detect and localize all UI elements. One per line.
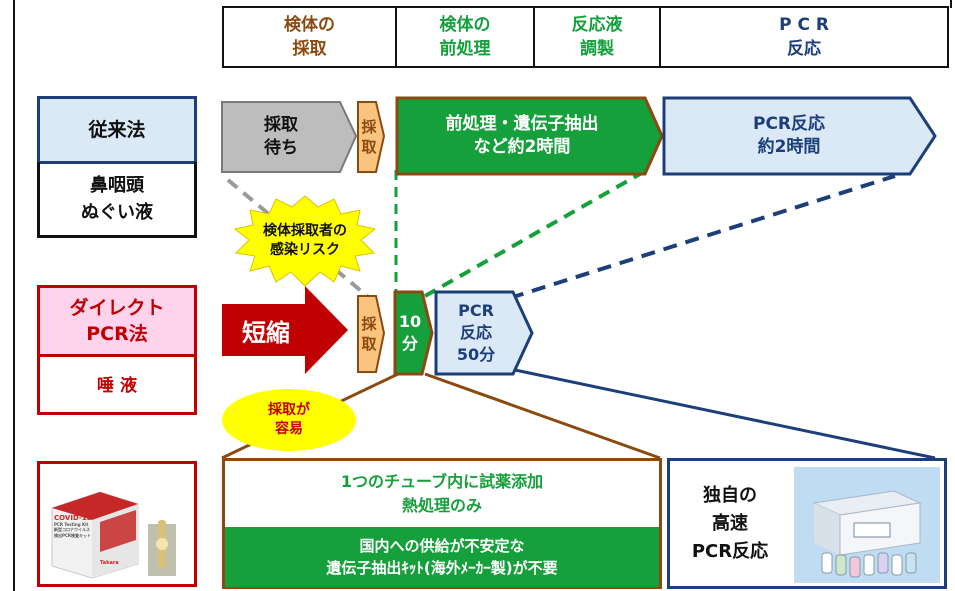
- sampling-arrow-direct: [357, 295, 386, 373]
- risk-burst-label: 検体採取者の 感染リスク: [263, 223, 347, 258]
- left-frame-line: [950, 0, 952, 8]
- reagent-tubes: [821, 552, 917, 578]
- shorten-label: 短縮: [242, 318, 290, 347]
- tube-cap: [156, 538, 168, 550]
- conventional-specimen: 鼻咽頭 ぬぐい液: [37, 162, 197, 238]
- pcr-kit-photo: [794, 467, 940, 583]
- kit-line1: COVID-19: [54, 514, 92, 522]
- kit-illustration: [51, 491, 176, 579]
- reagent-label: [853, 522, 891, 538]
- wait-label: 採取 待ち: [264, 115, 298, 158]
- pretreatment-arrow: [395, 96, 664, 176]
- kit-brand: Takara: [100, 560, 119, 566]
- kit-line2: PCR Testing Kit: [54, 522, 89, 527]
- pcr-kit-illustration: [812, 490, 922, 578]
- wait-arrow: [221, 101, 358, 173]
- feature-main-text: 1つのチューブ内に試薬添加 熱処理のみ: [340, 472, 544, 515]
- heat-label: 10 分: [398, 312, 422, 353]
- dashed-guide-green-diagonal: [424, 172, 641, 298]
- kit-line4: 検出PCR検査キット: [54, 533, 91, 538]
- sampling-label-direct: 採 取: [361, 315, 377, 353]
- sampling-arrow-conventional: [357, 101, 386, 173]
- header-pcr: P C R 反応: [659, 6, 949, 68]
- shorten-arrow: [222, 286, 348, 374]
- direct-specimen: 唾 液: [97, 376, 137, 396]
- dashed-guide-gray: [226, 178, 374, 302]
- direct-title: ダイレクト PCR法: [37, 285, 197, 357]
- pcr-feature-box: 独自の 高速 PCR反応: [667, 458, 947, 589]
- pcr-feature-text: 独自の 高速 PCR反応: [691, 485, 769, 562]
- kit-text-group: COVID-19 PCR Testing Kit 新型コロナウイルス 検出PCR…: [54, 514, 98, 539]
- connector-brown-right: [424, 372, 661, 460]
- heat-arrow: [393, 290, 434, 376]
- pcr-label-conventional: PCR反応 約2時間: [752, 114, 826, 157]
- pcr-label-direct: PCR 反応 50分: [456, 301, 496, 364]
- feature-box: 1つのチューブ内に試薬添加 熱処理のみ 国内への供給が不安定な 遺伝子抽出ｷｯﾄ…: [222, 458, 662, 589]
- kit-box-stripe: [100, 510, 136, 552]
- kit-box-top: [52, 492, 138, 520]
- sampling-label-conventional: 採 取: [361, 118, 377, 156]
- feature-sub-text: 国内への供給が不安定な 遺伝子抽出ｷｯﾄ(海外ﾒｰｶｰ製)が不要: [225, 527, 659, 587]
- header-pretreatment: 検体の 前処理: [395, 6, 535, 68]
- header-reagent-prep: 反応液 調製: [533, 6, 661, 68]
- direct-specimen-box: 唾 液: [37, 355, 197, 415]
- pcr-arrow-direct: [434, 290, 534, 376]
- reagent-box-side: [814, 503, 840, 555]
- connector-navy: [514, 368, 936, 460]
- conventional-title-box: 従来法: [37, 96, 197, 164]
- easy-sampling-bubble: 採取が 容易: [222, 389, 356, 451]
- conventional-title: 従来法: [88, 118, 146, 141]
- pretreatment-label: 前処理・遺伝子抽出 など約2時間: [445, 114, 599, 157]
- left-frame-line: [13, 0, 15, 591]
- pcr-arrow-conventional: [662, 96, 937, 176]
- dashed-guide-navy-diagonal: [509, 174, 896, 300]
- kit-line3: 新型コロナウイルス: [54, 527, 90, 532]
- kit-image-box: COVID-19 PCR Testing Kit 新型コロナウイルス 検出PCR…: [37, 461, 197, 587]
